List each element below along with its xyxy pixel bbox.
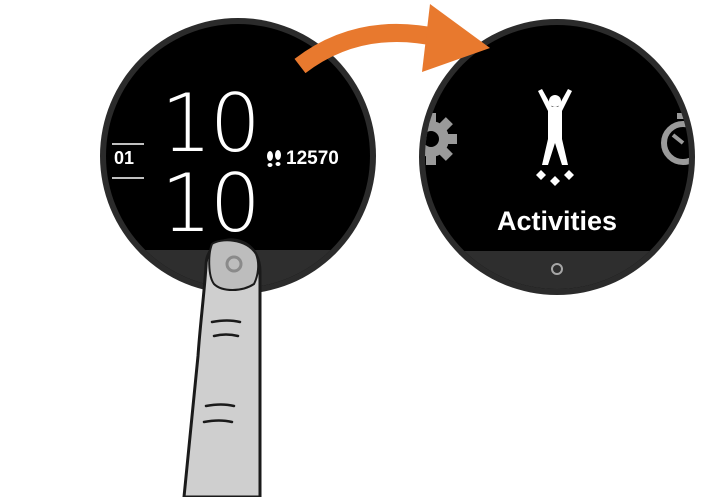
- activities-label[interactable]: Activities: [425, 206, 689, 237]
- gear-icon[interactable]: [425, 111, 459, 167]
- date-bracket-lines: [110, 142, 146, 182]
- person-jumping-icon[interactable]: [520, 87, 590, 189]
- swipe-arrow-icon: [290, 0, 500, 80]
- finger-icon: [176, 236, 276, 497]
- hour-display: 10: [161, 84, 259, 164]
- step-count: 12570: [286, 148, 339, 170]
- stopwatch-icon[interactable]: [659, 113, 689, 167]
- minute-display: 10: [161, 164, 259, 244]
- footprints-icon: [264, 150, 284, 170]
- circle-button-icon[interactable]: [551, 263, 563, 275]
